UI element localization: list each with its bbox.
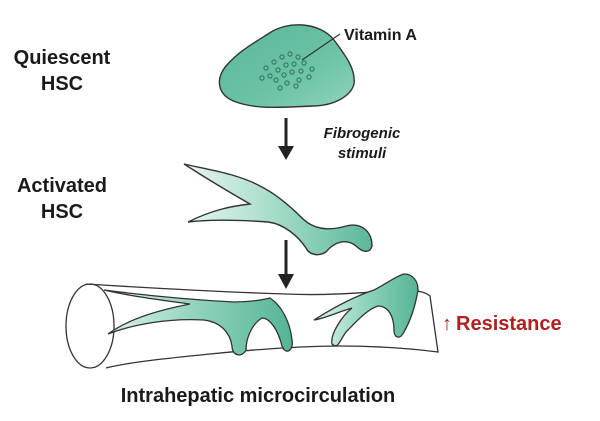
vitamin-a-droplets	[259, 51, 315, 91]
recruitment-arrow	[278, 240, 294, 289]
quiescent-hsc-cell	[218, 24, 355, 109]
quiescent-hsc-label-line1: Quiescent	[14, 47, 111, 69]
vessel-wrapped-hsc-right	[313, 273, 419, 347]
vitamin-a-pointer	[301, 33, 341, 61]
activated-hsc-label-line2: HSC	[41, 201, 83, 223]
resistance-up-arrow: ↑	[442, 313, 452, 335]
fibrogenic-stimuli-label-line1: Fibrogenic	[324, 125, 401, 142]
vitamin-a-label: Vitamin A	[344, 27, 417, 44]
resistance-label: Resistance	[456, 313, 562, 335]
quiescent-hsc-label-line2: HSC	[41, 73, 83, 95]
microcirculation-caption: Intrahepatic microcirculation	[121, 385, 396, 407]
activation-arrow	[278, 118, 294, 160]
sinusoid-vessel	[65, 283, 439, 369]
activated-hsc-label-line1: Activated	[17, 175, 107, 197]
fibrogenic-stimuli-label-line2: stimuli	[338, 145, 387, 162]
vessel-wrapped-hsc-left	[103, 289, 293, 356]
activated-hsc-cell	[183, 163, 373, 256]
